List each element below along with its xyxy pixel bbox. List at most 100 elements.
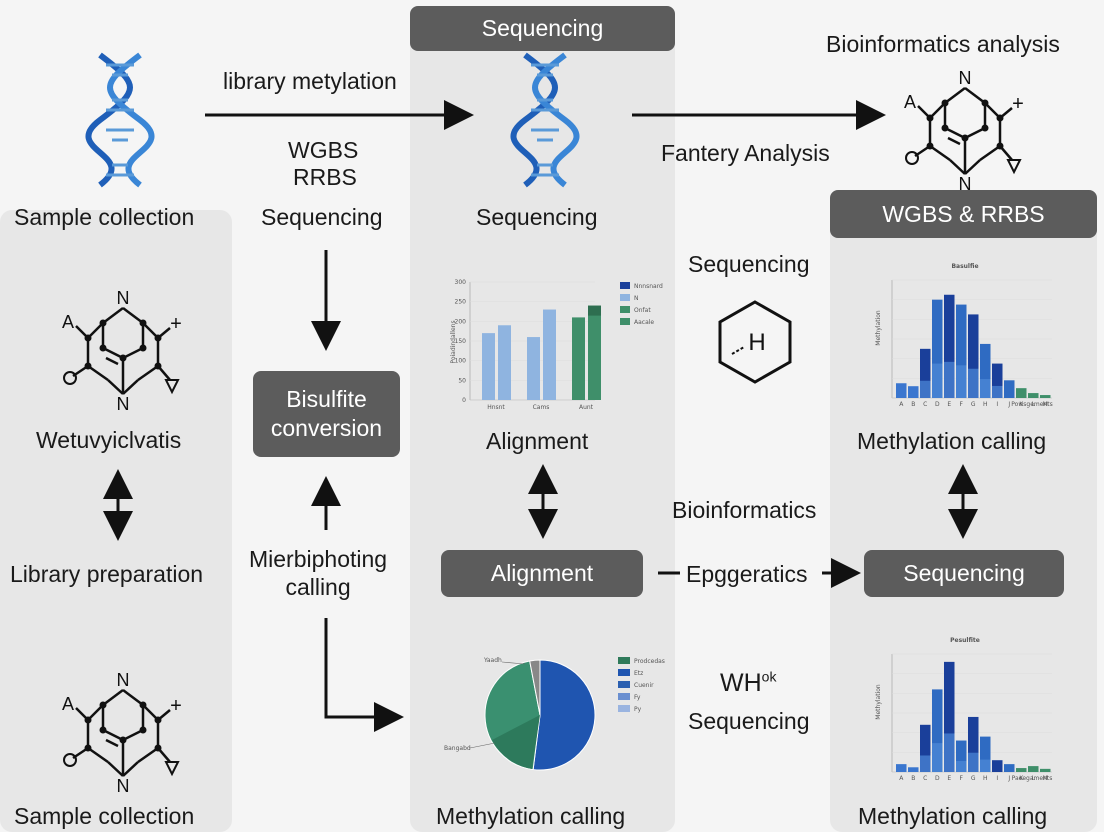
molecule-bond xyxy=(964,126,986,140)
molecule-atom xyxy=(941,99,949,107)
molecule-n-top: N xyxy=(117,670,130,690)
molecule-bond xyxy=(944,87,966,104)
legend-label: Etz xyxy=(634,670,643,677)
dna-helix-icon xyxy=(85,52,155,188)
molecule-atom xyxy=(99,726,107,734)
molecule-icon-left-upper: NNA+ xyxy=(62,288,182,414)
y-axis-label: Methylation xyxy=(875,684,882,720)
x-tick-label: L xyxy=(1032,775,1036,782)
molecule-a-left: A xyxy=(62,694,74,714)
bar-segment xyxy=(944,361,955,398)
molecule-ring-atom xyxy=(63,371,77,385)
molecule-bond xyxy=(949,159,966,175)
mierbiphoting-label: Mierbiphoting calling xyxy=(249,546,387,601)
annotation-label: Yaadh xyxy=(483,657,502,664)
molecule-atom xyxy=(139,701,147,709)
bar-segment xyxy=(932,743,943,772)
y-axis-label: Poiadindallens xyxy=(450,320,457,363)
x-tick-label: B xyxy=(911,401,915,408)
x-tick-label: Cams xyxy=(533,404,550,411)
molecule-atom xyxy=(154,716,162,724)
molecule-n-bottom: N xyxy=(117,394,130,414)
bar-segment xyxy=(932,363,943,398)
molecule-atom xyxy=(926,114,934,122)
sequencing-lower-right-label: Sequencing xyxy=(688,708,810,734)
y-tick-label: 250 xyxy=(455,299,467,306)
bioinformatics-analysis-label: Bioinformatics analysis xyxy=(826,31,1060,57)
x-tick-label: C xyxy=(923,775,927,782)
legend-swatch xyxy=(618,681,630,688)
molecule-bond xyxy=(944,126,966,140)
legend-swatch xyxy=(618,693,630,700)
wh-sup: ok xyxy=(761,668,777,685)
molecule-atom xyxy=(139,319,147,327)
molecule-bond xyxy=(137,364,159,382)
bar-segment xyxy=(980,379,991,398)
bar-segment xyxy=(944,733,955,772)
legend-swatch xyxy=(620,294,630,301)
bar-segment xyxy=(956,760,967,772)
bar xyxy=(1028,766,1039,772)
annotation-line xyxy=(469,742,496,749)
bar xyxy=(1004,764,1015,772)
bar xyxy=(944,294,955,398)
molecule-bond xyxy=(87,322,104,339)
bar-segment xyxy=(920,380,931,398)
molecule-bonds xyxy=(914,87,1013,175)
molecule-bond xyxy=(122,728,144,742)
wh-main: WH xyxy=(720,669,762,697)
x-tick-label: M xyxy=(1043,775,1048,782)
bar xyxy=(908,386,919,398)
legend-label: Nnnsnard xyxy=(634,283,663,290)
chart-title: Basulfie xyxy=(951,263,978,270)
x-tick-label: E xyxy=(947,401,951,408)
y-tick-label: 0 xyxy=(462,397,466,404)
x-tick-label: E xyxy=(947,775,951,782)
bar xyxy=(956,740,967,772)
molecule-a-left: A xyxy=(904,92,916,112)
bar xyxy=(968,716,979,772)
bar xyxy=(527,337,540,400)
bar xyxy=(1040,768,1051,772)
bar xyxy=(588,305,601,400)
bar xyxy=(908,767,919,772)
sequencing-top-left-label: Sequencing xyxy=(261,204,383,230)
legend-label: Onfat xyxy=(634,307,651,314)
molecule-icon-top-right: NNA+ xyxy=(904,68,1024,194)
molecule-bond xyxy=(107,761,124,777)
molecule-n-bottom: N xyxy=(959,174,972,194)
molecule-n-top: N xyxy=(117,288,130,308)
x-tick-label: C xyxy=(923,401,927,408)
x-tick-label: D xyxy=(935,775,940,782)
molecule-bond xyxy=(979,144,1001,162)
bar xyxy=(992,363,1003,398)
molecule-atom xyxy=(996,114,1004,122)
x-tick-label: A xyxy=(899,401,904,408)
legend-label: Py xyxy=(634,706,642,713)
arrow-elbow-to-pie xyxy=(324,618,404,732)
x-tick-label: L xyxy=(1032,401,1036,408)
bar xyxy=(482,333,495,400)
legend-swatch xyxy=(620,306,630,313)
molecule-atom xyxy=(84,334,92,342)
pie-slice xyxy=(529,659,541,716)
y-axis-label: Methylation xyxy=(875,310,882,346)
bar xyxy=(920,724,931,772)
bar xyxy=(1040,395,1051,398)
x-tick-label: G xyxy=(971,401,976,408)
rrbs-label: RRBS xyxy=(293,164,357,190)
molecule-bond xyxy=(122,689,144,706)
molecule-atom xyxy=(99,344,107,352)
methylation-calling-right-label: Methylation calling xyxy=(857,428,1047,454)
bar-segment xyxy=(992,385,1003,398)
y-tick-label: 150 xyxy=(455,338,467,345)
legend-swatch xyxy=(618,669,630,676)
molecule-bond xyxy=(142,704,159,721)
bar xyxy=(1028,393,1039,398)
molecule-ring-atom xyxy=(63,753,77,767)
molecule-atom xyxy=(941,124,949,132)
x-axis-label: Paeegaments xyxy=(1012,775,1053,782)
molecule-atom xyxy=(981,99,989,107)
molecule-n-bottom: N xyxy=(117,776,130,796)
